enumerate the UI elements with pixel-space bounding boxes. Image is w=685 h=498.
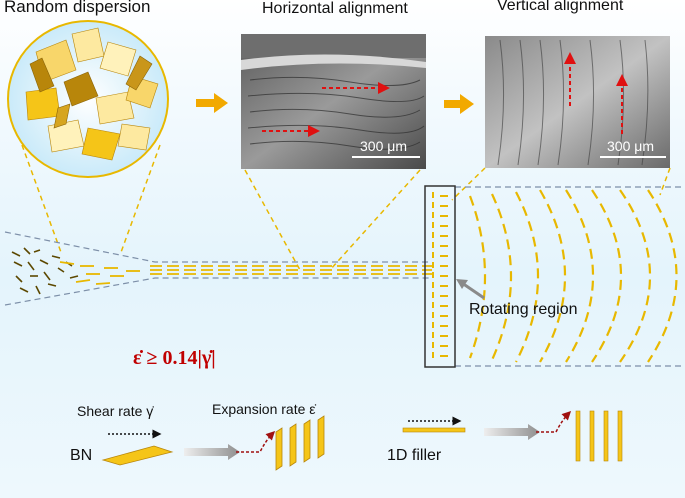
- random-dispersion-title: Random dispersion: [4, 0, 150, 17]
- inlet-random-flakes: [12, 248, 78, 294]
- criterion-formula: ε̇ ≥ 0.14|γ̇|: [133, 347, 216, 370]
- shear-rate-label: Shear rate γ̇: [77, 403, 153, 419]
- expansion-rate-label: Expansion rate ε̇: [212, 401, 316, 417]
- scale-label-horizontal: 300 μm: [360, 138, 407, 154]
- vertical-alignment-title: Vertical alignment: [497, 0, 623, 15]
- aligned-flakes: [150, 266, 432, 274]
- rotating-flakes: [433, 192, 448, 362]
- scale-bar-horizontal: [352, 156, 420, 158]
- bn-label: BN: [70, 447, 92, 465]
- rotating-region-label: Rotating region: [469, 301, 578, 319]
- channel-outline: [5, 187, 685, 366]
- 1d-filler-label: 1D filler: [387, 447, 441, 465]
- horizontal-alignment-title: Horizontal alignment: [262, 0, 408, 18]
- random-dispersion-inset: [8, 21, 168, 177]
- scale-label-vertical: 300 μm: [607, 138, 654, 154]
- expansion-arcs: [470, 190, 677, 362]
- scale-bar-vertical: [600, 156, 666, 158]
- bn-legend: [103, 416, 324, 470]
- rotating-pointer: [456, 279, 484, 298]
